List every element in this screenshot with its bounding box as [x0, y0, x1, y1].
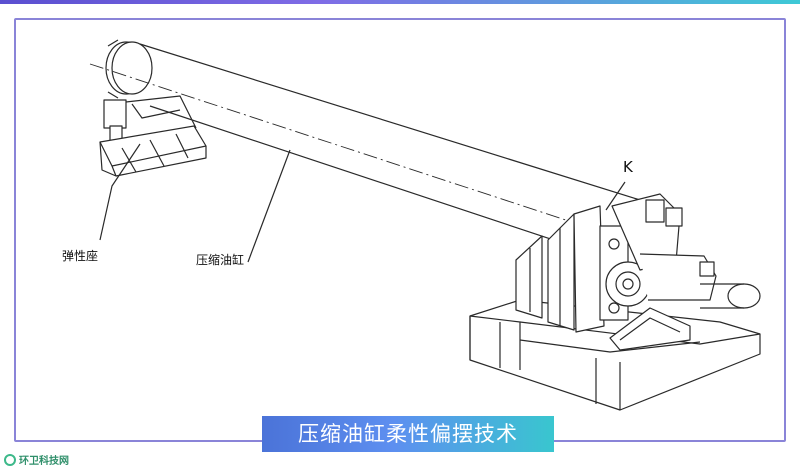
- rear-end-cap: [105, 39, 153, 99]
- logo-text: 环卫科技网: [19, 456, 69, 467]
- top-accent-bar: [0, 0, 800, 4]
- leader-k: [605, 181, 626, 211]
- logo-icon: [4, 453, 16, 466]
- leader-elastic-seat: [99, 143, 141, 241]
- site-logo: 环卫科技网: [4, 452, 69, 467]
- label-cylinder: 压缩油缸: [196, 253, 245, 267]
- front-support: [469, 193, 761, 411]
- title-banner: 压缩油缸柔性偏摆技术: [262, 416, 554, 452]
- label-k: K: [623, 158, 633, 176]
- elastic-seat: [99, 95, 207, 177]
- leader-cylinder: [247, 149, 291, 263]
- label-elastic-seat: 弹性座: [62, 249, 99, 263]
